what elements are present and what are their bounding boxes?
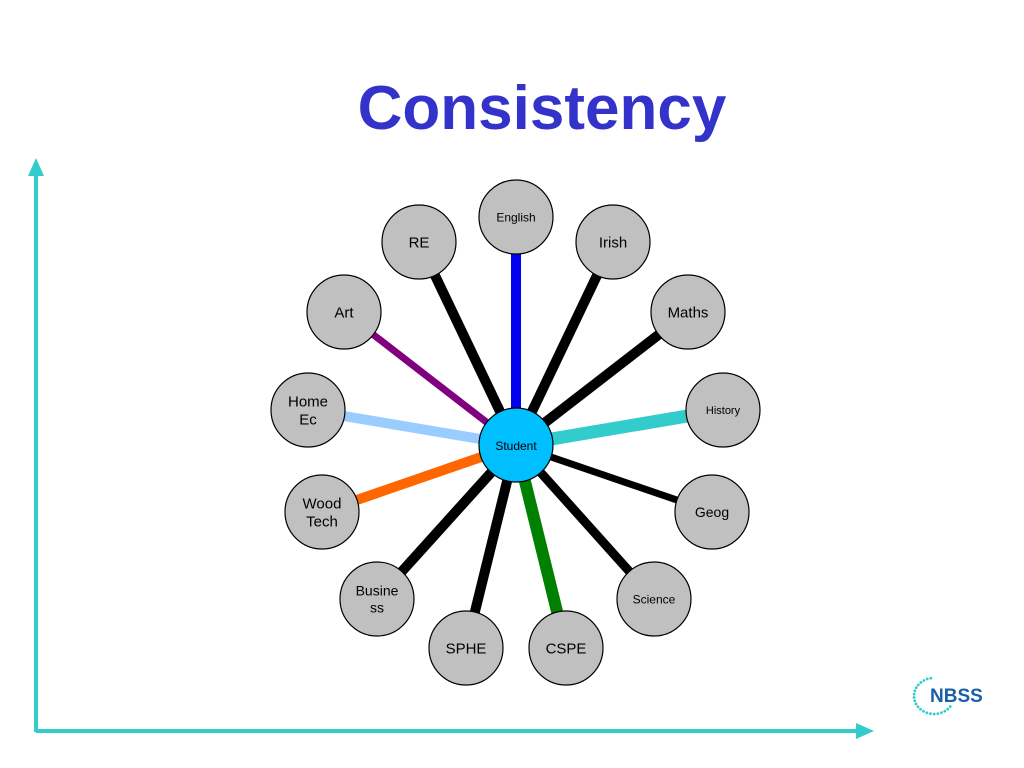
node-re: RE bbox=[381, 204, 457, 280]
node-maths-circle bbox=[650, 274, 726, 350]
node-re-label: RE bbox=[409, 234, 430, 251]
logo-dot bbox=[913, 699, 917, 703]
logo-dot bbox=[929, 676, 933, 680]
slide-title: Consistency bbox=[357, 74, 727, 143]
center-node-label: Student bbox=[495, 439, 537, 453]
logo-dot bbox=[916, 683, 920, 687]
node-home-ec-circle bbox=[270, 372, 346, 448]
logo-dot bbox=[912, 692, 916, 696]
logo-dot bbox=[946, 707, 950, 711]
logo-dot bbox=[913, 689, 917, 693]
node-cspe: CSPE bbox=[528, 610, 604, 686]
node-history-label: History bbox=[706, 405, 741, 417]
x-axis-arrow bbox=[856, 723, 874, 739]
logo-dot bbox=[929, 712, 932, 716]
center-node-circle bbox=[478, 407, 554, 483]
node-sphe-circle bbox=[428, 610, 504, 686]
logo-dot bbox=[916, 705, 920, 709]
center-node: Student bbox=[478, 407, 554, 483]
node-science-label: Science bbox=[633, 592, 676, 606]
logo-dot bbox=[925, 711, 929, 715]
logo-dot bbox=[922, 709, 925, 713]
logo-dot bbox=[919, 681, 923, 684]
node-cspe-label: CSPE bbox=[546, 640, 587, 657]
axes bbox=[28, 158, 874, 739]
node-maths-label: Maths bbox=[668, 304, 709, 321]
y-axis-arrow bbox=[28, 158, 44, 176]
node-english: English bbox=[478, 179, 554, 255]
node-art-label: Art bbox=[334, 304, 354, 321]
logo-dot bbox=[936, 712, 940, 716]
node-english-label: English bbox=[496, 210, 535, 224]
node-sphe: SPHE bbox=[428, 610, 504, 686]
logo-dots bbox=[912, 676, 952, 716]
node-history: History bbox=[685, 372, 761, 448]
node-science: Science bbox=[616, 561, 692, 637]
logo-dot bbox=[919, 707, 922, 711]
node-business-circle bbox=[339, 561, 415, 637]
logo-text: NBSS bbox=[930, 686, 983, 707]
logo-dot bbox=[925, 677, 929, 681]
node-wood-tech-circle bbox=[284, 474, 360, 550]
logo-dot bbox=[922, 679, 926, 682]
node-maths: Maths bbox=[650, 274, 726, 350]
nbss-logo: NBSS bbox=[912, 676, 983, 716]
node-geog: Geog bbox=[674, 474, 750, 550]
logo-dot bbox=[914, 702, 918, 706]
node-irish-circle bbox=[575, 204, 651, 280]
logo-dot bbox=[940, 711, 943, 715]
node-science-circle bbox=[616, 561, 692, 637]
logo-dot bbox=[914, 686, 918, 690]
node-cspe-circle bbox=[528, 610, 604, 686]
node-art: Art bbox=[306, 274, 382, 350]
logo-dot bbox=[912, 696, 916, 699]
node-art-circle bbox=[306, 274, 382, 350]
node-geog-label: Geog bbox=[695, 504, 729, 520]
node-re-circle bbox=[381, 204, 457, 280]
node-irish-label: Irish bbox=[599, 234, 627, 251]
node-sphe-label: SPHE bbox=[446, 640, 487, 657]
node-history-circle bbox=[685, 372, 761, 448]
node-irish: Irish bbox=[575, 204, 651, 280]
logo-dot bbox=[932, 712, 936, 716]
node-geog-circle bbox=[674, 474, 750, 550]
logo-dot bbox=[948, 705, 952, 708]
node-english-circle bbox=[478, 179, 554, 255]
logo-dot bbox=[943, 709, 947, 713]
